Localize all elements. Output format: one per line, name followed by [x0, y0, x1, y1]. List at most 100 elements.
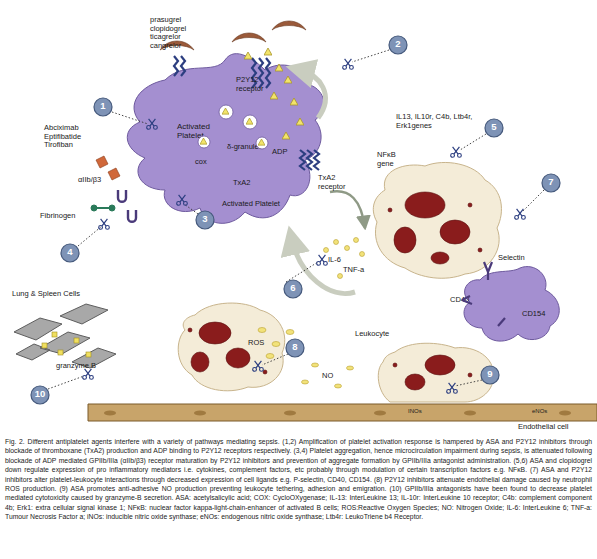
gp-antagonists — [108, 168, 120, 180]
cell-label: Lung & Spleen Cells — [12, 290, 117, 299]
granzyme-particles — [52, 332, 57, 337]
annotation-label: TxA2 receptor — [318, 174, 354, 191]
leukocyte-shape — [365, 150, 505, 280]
cell-label: δ-granules — [227, 143, 262, 152]
cytokine-dots — [345, 246, 350, 251]
callout-number: 4 — [60, 247, 80, 257]
no-particles — [302, 363, 354, 388]
annotation-label: ADP — [272, 148, 287, 157]
callout-number: 5 — [484, 118, 504, 138]
cytokine-dots — [360, 252, 365, 257]
no-particles — [312, 363, 319, 367]
platelet-shape — [464, 267, 559, 342]
cytokine-dots — [324, 238, 365, 279]
callout-number: 1 — [93, 101, 113, 111]
cytokine-dots — [354, 238, 359, 243]
inhibitor-scissors — [317, 255, 328, 265]
gp-antagonists — [96, 156, 108, 168]
inhibitor-scissors — [451, 147, 462, 157]
leukocyte-shape — [355, 330, 505, 402]
tissue-cells-shape — [14, 304, 116, 368]
callout-badge — [31, 386, 49, 404]
drug-crescents — [232, 33, 266, 42]
callout-badge — [389, 36, 407, 54]
leukocyte-shape — [178, 303, 285, 391]
inhibitor-scissors — [99, 219, 110, 229]
callout-badge — [94, 98, 112, 116]
no-particles — [335, 384, 342, 388]
no-particles — [302, 380, 309, 384]
ros-particles — [286, 330, 294, 335]
cell-label: CD40 — [450, 296, 469, 305]
platelet-shape — [127, 54, 324, 224]
leukocyte-shape — [170, 295, 300, 395]
callout-number: 8 — [285, 342, 305, 352]
leader-lines — [522, 190, 544, 212]
gp-iib-iiia-receptors — [118, 190, 136, 222]
cell-node: INOseNOsEndothelial cell — [88, 401, 597, 433]
leukocyte-shape — [378, 343, 493, 402]
leader-lines — [78, 226, 102, 246]
cell-label: ROS — [248, 339, 264, 348]
callout-number: 8 — [285, 338, 305, 358]
fibrinogen — [91, 205, 97, 211]
cell-label: eNOs — [532, 408, 547, 415]
callout-number: 4 — [60, 243, 80, 263]
annotation-label: NO — [322, 372, 333, 381]
platelet-shape — [105, 40, 330, 230]
leader-lines — [460, 134, 486, 150]
annotation-label: prasugrel clopidogrel ticagrelor cangrel… — [150, 16, 195, 51]
cell-node: SelectinCD40CD154 — [450, 252, 565, 344]
inhibitor-scissors — [515, 209, 526, 219]
annotation-label: granzyme B — [56, 362, 96, 371]
cell-node: Leukocyte — [355, 330, 505, 402]
annotation-label: P2Y12 receptor — [236, 76, 272, 93]
fibrinogen — [94, 207, 112, 209]
cytokine-dots — [334, 240, 339, 245]
callout-badge — [196, 211, 214, 229]
callout-number: 10 — [30, 385, 50, 405]
gp-iib-iiia-receptors — [128, 210, 136, 222]
cell-label: NFκB gene — [377, 151, 403, 168]
drug-crescents — [272, 21, 306, 30]
callout-number: 7 — [541, 177, 561, 187]
cell-label: TxA2 — [233, 179, 251, 188]
no-particles — [347, 366, 354, 370]
leader-lines — [286, 262, 318, 282]
callout-badge — [286, 339, 304, 357]
cytokine-dots — [338, 274, 343, 279]
annotation-label: αIIb/β3 — [78, 176, 101, 185]
callout-number: 2 — [388, 39, 408, 49]
cell-label: cox — [195, 158, 207, 167]
fibrinogen — [91, 205, 115, 211]
annotation-label: Activated Platelet — [222, 200, 280, 209]
annotation-label: Fibrinogen — [40, 212, 75, 221]
annotation-label: TNF-a — [343, 266, 364, 275]
callout-number: 6 — [283, 283, 303, 293]
cell-node: Activated Platelet cox δ-granulesTxA2 — [105, 40, 330, 230]
endothelium-band — [88, 404, 597, 421]
cell-label: Leukocyte — [355, 330, 389, 339]
inhibitor-scissors — [343, 59, 354, 69]
callout-badge — [542, 174, 560, 192]
annotation-label: IL13, IL10r, C4b, Ltb4r, Erk1genes — [396, 113, 494, 130]
callout-number: 10 — [30, 389, 50, 399]
callout-number: 1 — [93, 97, 113, 117]
callout-number: 5 — [484, 122, 504, 132]
leader-lines — [48, 376, 84, 389]
cytokine-dots — [324, 248, 329, 253]
callout-number: 9 — [480, 365, 500, 385]
cell-label: Activated Platelet — [177, 122, 235, 140]
cell-node: ROS — [170, 295, 300, 395]
cell-label: CD154 — [522, 310, 545, 319]
cell-node: NFκB gene — [365, 150, 505, 280]
callout-number: 6 — [283, 279, 303, 299]
inhibitor-scissors — [83, 369, 94, 379]
cell-label: INOs — [408, 408, 422, 415]
leader-lines — [352, 50, 389, 62]
figure-caption: Fig. 2. Different antiplatelet agents in… — [5, 437, 592, 522]
callout-number: 3 — [195, 210, 215, 230]
callout-number: 9 — [480, 369, 500, 379]
callout-number: 3 — [195, 214, 215, 224]
